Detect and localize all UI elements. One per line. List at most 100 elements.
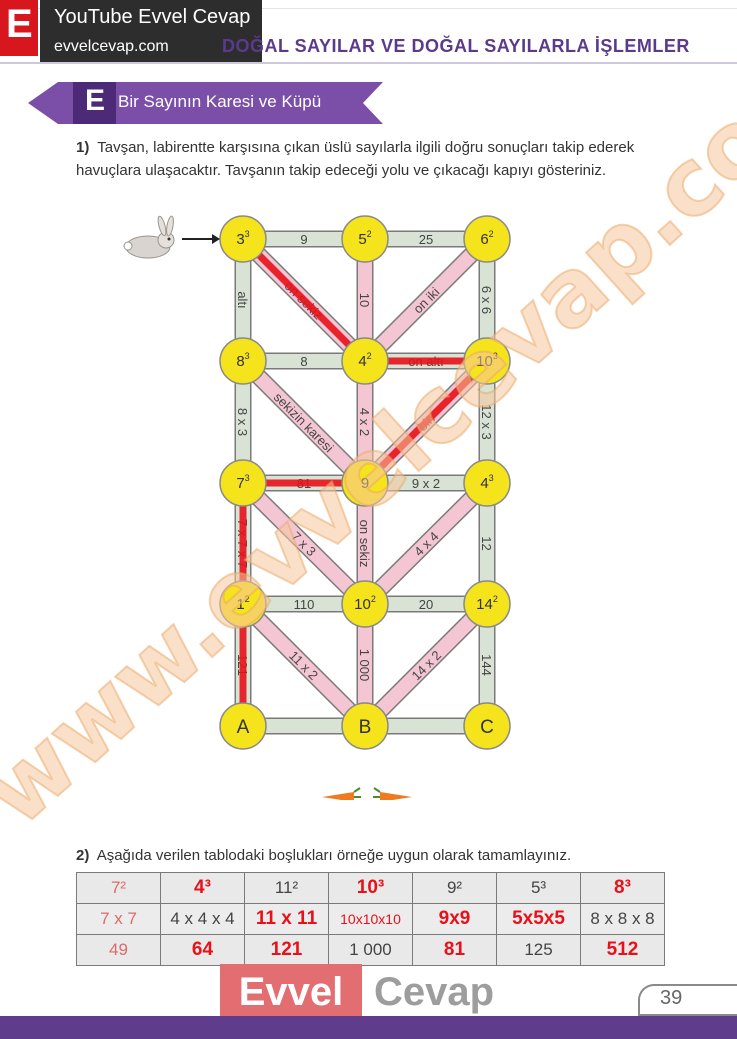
table-cell[interactable]: 4³ [160, 872, 245, 904]
maze-node: 42 [341, 337, 389, 385]
maze-node-circle [463, 215, 511, 263]
maze-edge-label: sekizin karesi [271, 389, 337, 455]
table-cell[interactable]: 121 [244, 934, 329, 966]
maze-node-circle [463, 580, 511, 628]
maze-node-exponent: 2 [371, 594, 376, 604]
maze-node-exponent: 3 [493, 351, 498, 361]
maze-node-circle [219, 702, 267, 750]
page-number-box [638, 984, 737, 1016]
carrot-icon-left [322, 787, 361, 800]
header-divider [0, 62, 737, 64]
maze-node: 52 [341, 215, 389, 263]
table-cell[interactable]: 512 [580, 934, 665, 966]
maze-node: 83 [219, 337, 267, 385]
table-cell: 7² [76, 872, 161, 904]
maze-edge-label: 25 [419, 232, 433, 247]
maze-node-label: C [480, 717, 494, 738]
maze-node-exponent: 3 [245, 229, 250, 239]
maze-node[interactable]: C [463, 702, 511, 750]
table-cell[interactable]: 8³ [580, 872, 665, 904]
maze-edge-label: 8 x 3 [235, 408, 250, 436]
table-cell[interactable]: 10x10x10 [328, 903, 413, 935]
maze-edge-label: 12 x 3 [479, 404, 494, 439]
maze-node-circle [341, 580, 389, 628]
channel-name[interactable]: YouTube Evvel Cevap [54, 6, 251, 28]
maze-node: 103 [463, 337, 511, 385]
table-cell: 7 x 7 [76, 903, 161, 935]
maze-edge-label: 9 [300, 232, 307, 247]
maze-node: 73 [219, 459, 267, 507]
maze-node-exponent: 2 [245, 594, 250, 604]
table-cell[interactable]: 81 [412, 934, 497, 966]
section-title: Bir Sayının Karesi ve Küpü [118, 92, 322, 111]
maze-node-circle [341, 702, 389, 750]
brand-badge-letter: E [6, 2, 33, 46]
maze-edge-d [238, 599, 370, 731]
maze-edge-d [360, 234, 492, 366]
table-cell[interactable]: 5x5x5 [496, 903, 581, 935]
section-letter: E [84, 84, 105, 117]
maze-node-label: 103 [476, 351, 498, 370]
maze-edge-label: 8 [300, 354, 307, 369]
carrot-icon-right [373, 787, 412, 800]
table-cell: 49 [76, 934, 161, 966]
table-row-powers: 7² 4³ 11² 10³ 9² 5³ 8³ [76, 872, 665, 904]
maze-node-circle [463, 459, 511, 507]
maze-node-circle [341, 215, 389, 263]
maze-edge-d [238, 356, 370, 488]
logo-cevap: Cevap [374, 970, 495, 1014]
brand-badge: E [0, 0, 38, 56]
maze-node-circle [341, 459, 389, 507]
question2-text: Aşağıda verilen tablodaki boşlukları örn… [96, 847, 572, 864]
maze-edge-d [360, 478, 492, 609]
maze-node-circle [463, 337, 511, 385]
maze-node[interactable]: B [341, 702, 389, 750]
maze-edge-label: on sekiz [357, 520, 372, 568]
maze-edge-label: 12 [479, 536, 494, 550]
maze-edge-label: 1 000 [357, 649, 372, 682]
maze-edge-label: 10 [357, 293, 372, 307]
maze-edge-label: 6 x 6 [479, 286, 494, 314]
page-number: 39 [660, 987, 683, 1009]
footer-bar [0, 1016, 737, 1039]
maze-edge-label: 20 [419, 597, 433, 612]
rabbit-icon [123, 215, 175, 259]
header-top-line [38, 8, 737, 9]
table-cell[interactable]: 64 [160, 934, 245, 966]
section-banner: E Bir Sayının Karesi ve Küpü [28, 82, 383, 124]
maze-node: 142 [463, 580, 511, 628]
table-cell[interactable]: 10³ [328, 872, 413, 904]
maze-node-exponent: 2 [367, 351, 372, 361]
maze-node: 102 [341, 580, 389, 628]
table-cell[interactable]: 11 x 11 [244, 903, 329, 935]
maze-node-exponent: 2 [367, 229, 372, 239]
table-cell: 1 000 [328, 934, 413, 966]
maze-node-label: 9 [361, 475, 369, 492]
maze-node-circle [219, 337, 267, 385]
table-cell: 9² [412, 872, 497, 904]
maze-node: 9 [341, 459, 389, 507]
table-cell[interactable]: 9x9 [412, 903, 497, 935]
powers-table: 7² 4³ 11² 10³ 9² 5³ 8³ 7 x 7 4 x 4 x 4 1… [76, 872, 665, 966]
maze-node: 43 [463, 459, 511, 507]
maze-edge-label: 144 [479, 654, 494, 676]
question1-line2: havuçlara ulaşacaktır. Tavşanın takip ed… [76, 162, 607, 179]
maze-node: 12 [219, 580, 267, 628]
maze-node-circle [463, 702, 511, 750]
maze-edge-label: 110 [294, 597, 315, 612]
table-cell: 8 x 8 x 8 [580, 903, 665, 935]
table-cell: 4 x 4 x 4 [160, 903, 245, 935]
question2: 2) Aşağıda verilen tablodaki boşlukları … [76, 844, 664, 867]
site-link[interactable]: evvelcevap.com [54, 38, 169, 55]
table-cell: 5³ [496, 872, 581, 904]
maze-node-exponent: 3 [245, 351, 250, 361]
maze-node-exponent: 2 [493, 594, 498, 604]
maze-node: 62 [463, 215, 511, 263]
table-row-products: 7 x 7 4 x 4 x 4 11 x 11 10x10x10 9x9 5x5… [76, 903, 665, 935]
maze-node-circle [219, 580, 267, 628]
maze-node[interactable]: A [219, 702, 267, 750]
question1-line1: 1) Tavşan, labirentte karşısına çıkan üs… [76, 136, 664, 159]
logo-evvel: Evvel [220, 964, 362, 1018]
